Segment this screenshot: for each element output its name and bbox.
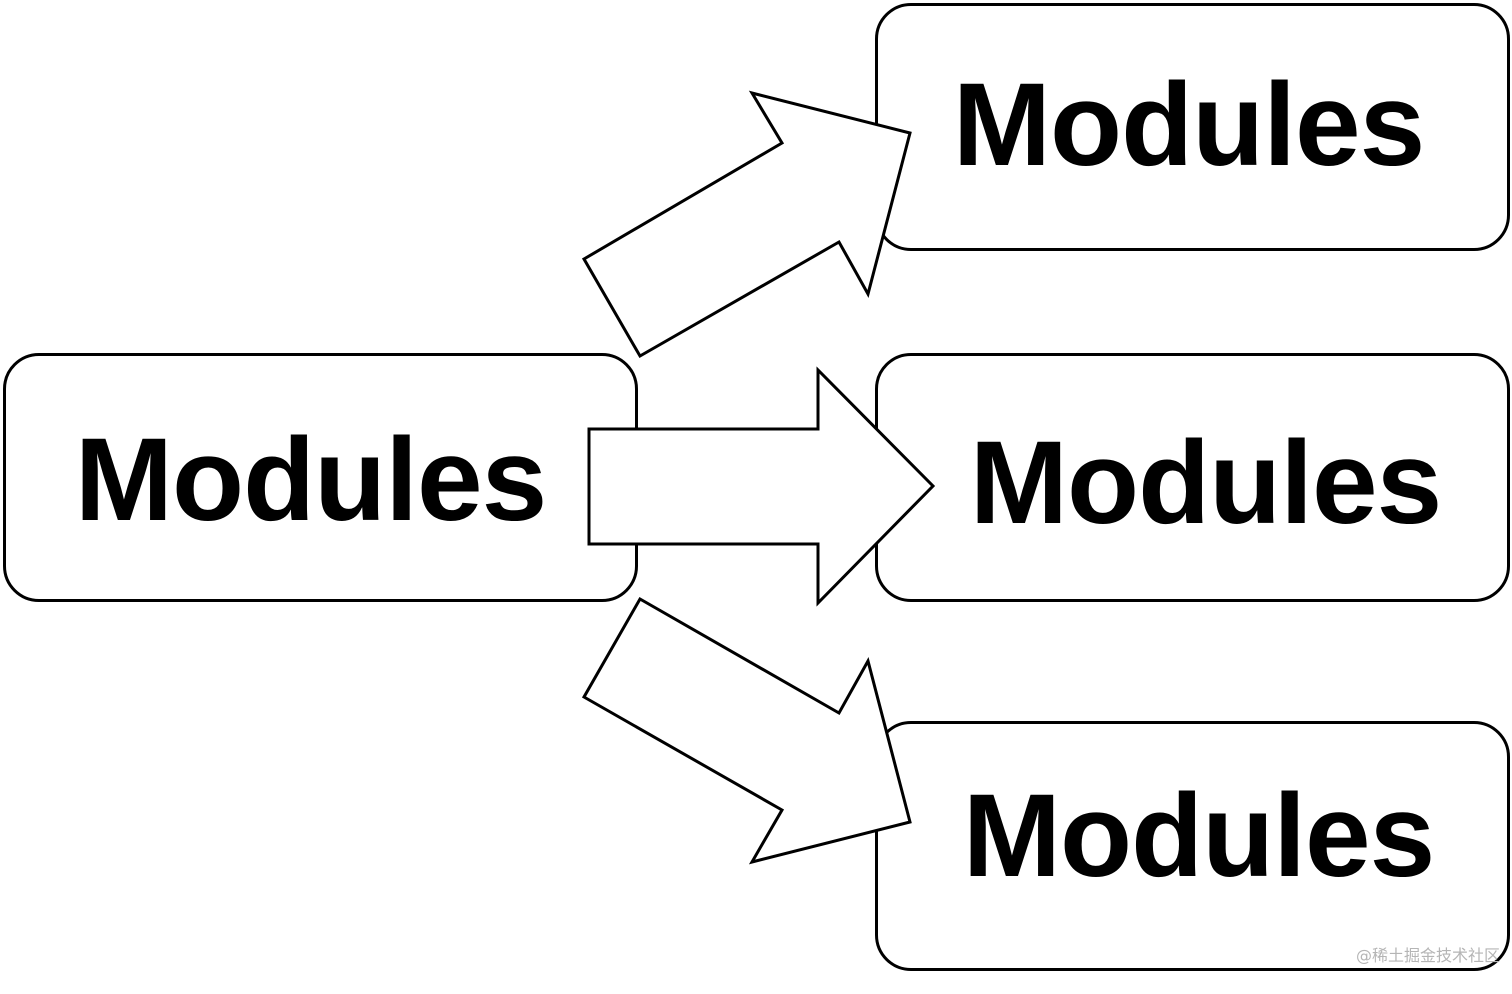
target-module-box-bottom: Modules [875,721,1510,971]
watermark: @稀土掘金技术社区 [1355,946,1500,965]
arrow-to-top-module [581,90,912,359]
target-module-box-middle: Modules [875,353,1510,602]
source-module-label: Modules [74,413,548,546]
target-module-label-top: Modules [952,59,1426,191]
source-module-box: Modules [3,353,638,602]
arrow-to-bottom-module [581,596,912,865]
target-module-label-middle: Modules [969,416,1443,549]
target-module-label-bottom: Modules [962,770,1436,902]
target-module-box-top: Modules [875,3,1510,251]
